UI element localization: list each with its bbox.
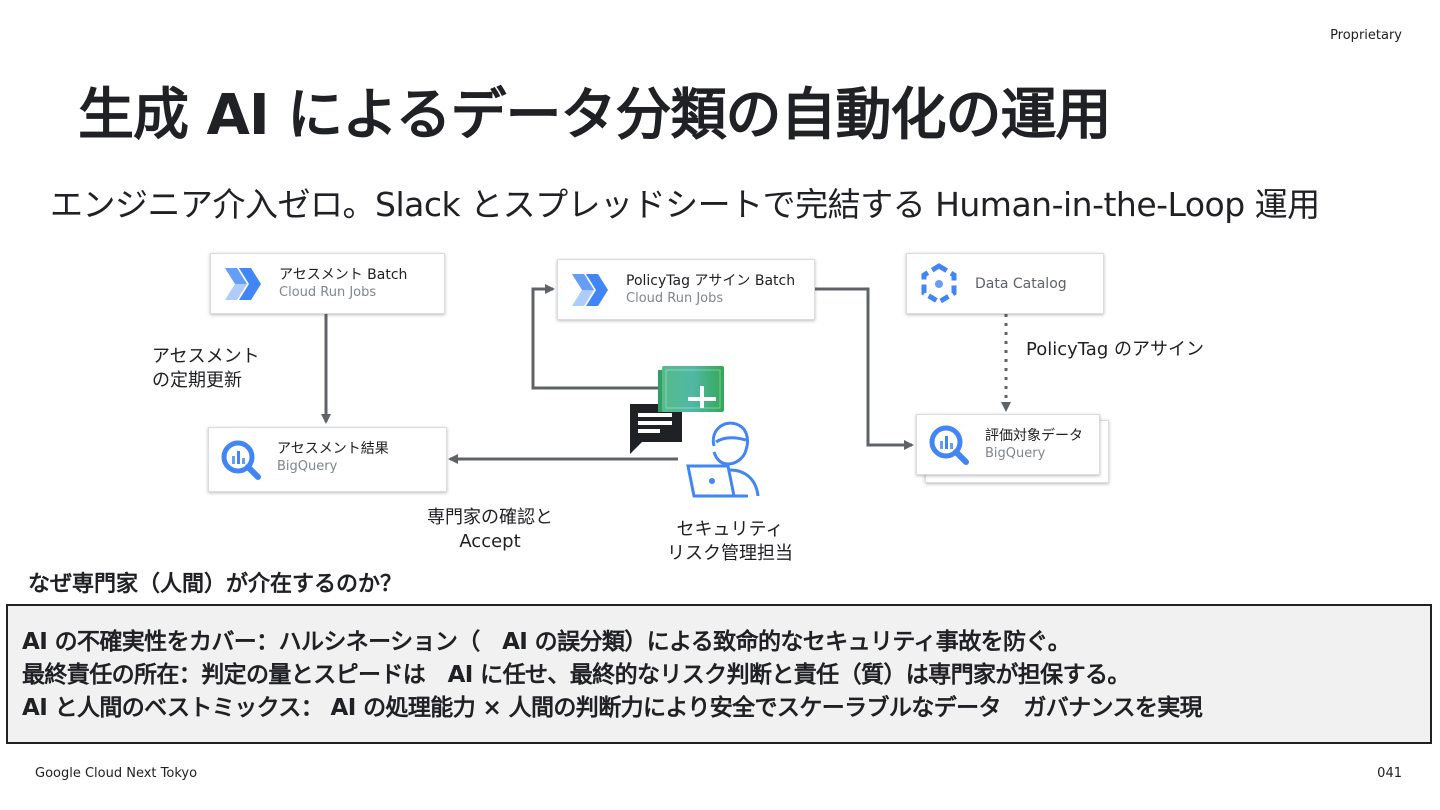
cloud-run-icon [568, 268, 612, 312]
policytag-batch-node: PolicyTag アサイン Batch Cloud Run Jobs [557, 259, 815, 320]
edge-sheet-to-policytag-batch [531, 284, 660, 390]
assessment-result-node: アセスメント結果 BigQuery [208, 427, 447, 492]
label-line: リスク管理担当 [667, 543, 793, 564]
page-number: 041 [1377, 766, 1402, 781]
bigquery-icon [927, 423, 971, 467]
cloud-run-icon [221, 262, 265, 306]
summary-box: AI の不確実性をカバー：ハルシネーション（ AI の誤分類）による致命的なセキ… [6, 604, 1432, 744]
summary-line: AI の不確実性をカバー：ハルシネーション（ AI の誤分類）による致命的なセキ… [22, 629, 1071, 655]
proprietary-label: Proprietary [1330, 28, 1402, 43]
policytag-assign-label: PolicyTag のアサイン [1026, 339, 1204, 360]
node-title: PolicyTag アサイン Batch [626, 273, 796, 289]
question-heading: なぜ専門家（人間）が介在するのか？ [28, 572, 403, 597]
page-subtitle: エンジニア介入ゼロ。Slack とスプレッドシートで完結する Human-in-… [50, 185, 1320, 224]
target-data-node: 評価対象データ BigQuery [916, 414, 1100, 475]
node-title: アセスメント Batch [279, 267, 408, 283]
expert-review-label: 専門家の確認と Accept [415, 506, 565, 554]
summary-line: AI と人間のベストミックス： AI の処理能力 × 人間の判断力により安全でス… [22, 695, 1203, 721]
page-title: 生成 AI によるデータ分類の自動化の運用 [78, 83, 1111, 148]
chat-icon [630, 404, 682, 454]
security-person-label: セキュリティ リスク管理担当 [650, 518, 810, 566]
edge-policytag-batch-to-target [814, 287, 914, 450]
data-catalog-icon [917, 262, 961, 306]
label-line: の定期更新 [152, 370, 242, 391]
label-line: アセスメント [152, 346, 260, 367]
bigquery-icon [219, 438, 263, 482]
node-title: Data Catalog [975, 275, 1067, 292]
node-subtitle: Cloud Run Jobs [279, 285, 377, 300]
data-catalog-node: Data Catalog [906, 253, 1104, 314]
node-subtitle: BigQuery [985, 446, 1046, 461]
node-subtitle: BigQuery [277, 459, 338, 474]
assessment-batch-node: アセスメント Batch Cloud Run Jobs [210, 253, 445, 314]
spreadsheet-icon [658, 366, 724, 412]
label-line: Accept [459, 531, 521, 552]
footer-event: Google Cloud Next Tokyo [35, 766, 198, 781]
node-title: アセスメント結果 [277, 441, 389, 457]
label-line: セキュリティ [676, 519, 784, 540]
person-laptop-icon [686, 421, 760, 498]
node-title: 評価対象データ [985, 428, 1083, 444]
node-subtitle: Cloud Run Jobs [626, 291, 724, 306]
periodic-update-label: アセスメント の定期更新 [152, 345, 260, 393]
label-line: 専門家の確認と [427, 507, 553, 528]
summary-line: 最終責任の所在：判定の量とスピードは AI に任せ、最終的なリスク判断と責任（質… [22, 662, 1130, 688]
